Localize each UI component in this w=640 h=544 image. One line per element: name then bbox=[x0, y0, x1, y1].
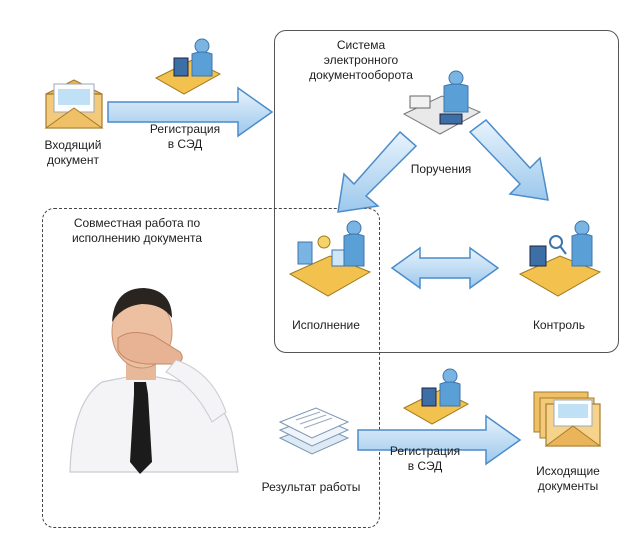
arrow-incoming-to-sed bbox=[107, 86, 274, 138]
cooperation-box bbox=[42, 208, 380, 528]
control-label: Контроль bbox=[532, 318, 586, 332]
person-facepalm-icon bbox=[69, 288, 239, 474]
arrow-orders-to-execution bbox=[337, 130, 418, 213]
system-title: Система электронного документооборота bbox=[309, 38, 413, 82]
execution-workstation-icon bbox=[288, 220, 372, 297]
control-workstation-icon bbox=[518, 220, 602, 297]
registrar-workstation-icon bbox=[154, 38, 222, 95]
sed-system-box bbox=[274, 30, 619, 353]
registration-bottom-label: Регистрация в СЭД bbox=[389, 444, 461, 473]
work-result-label: Результат работы bbox=[261, 480, 361, 494]
incoming-envelope-icon bbox=[44, 79, 104, 129]
outgoing-documents-label: Исходящие документы bbox=[536, 464, 600, 493]
outgoing-envelopes-icon bbox=[533, 391, 602, 447]
cooperation-title: Совместная работа по исполнению документ… bbox=[71, 216, 203, 245]
incoming-document-label: Входящий документ bbox=[44, 138, 102, 167]
arrow-orders-to-control bbox=[468, 118, 549, 201]
execution-label: Исполнение bbox=[292, 318, 360, 332]
orders-label: Поручения bbox=[410, 162, 472, 176]
arrow-execution-control bbox=[390, 246, 500, 290]
work-result-documents-icon bbox=[278, 407, 350, 455]
arrow-result-to-outgoing bbox=[357, 414, 522, 466]
registrar-workstation-bottom-icon bbox=[402, 368, 470, 425]
orders-workstation-icon bbox=[402, 70, 482, 135]
registration-top-label: Регистрация в СЭД bbox=[149, 122, 221, 151]
